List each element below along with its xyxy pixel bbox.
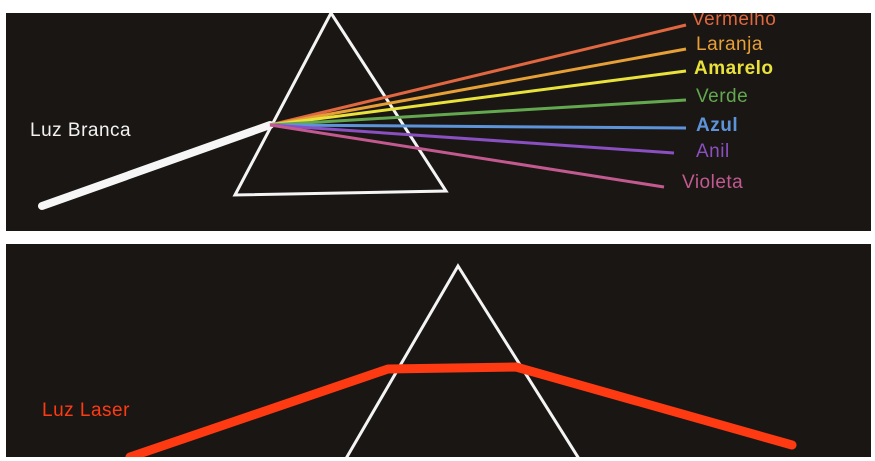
laser-beam [130,367,792,457]
laser-diagram [6,244,871,457]
spectrum-label-laranja: Laranja [696,35,763,54]
ray-violeta [270,125,664,187]
spectrum-label-vermelho: Vermelho [692,13,776,29]
prism-top [235,13,446,195]
input-label-laser: Luz Laser [42,401,130,420]
spectrum-label-verde: Verde [696,87,748,106]
spectrum-label-anil: Anil [696,142,730,161]
ray-vermelho [270,25,686,125]
spectrum-label-violeta: Violeta [682,173,743,192]
ray-amarelo [270,71,686,125]
input-label-white-light: Luz Branca [30,121,131,140]
spectrum-label-amarelo: Amarelo [694,59,774,78]
spectrum-label-azul: Azul [696,116,738,135]
white-light-dispersion-panel: Luz Branca Vermelho Laranja Amarelo Verd… [6,13,871,231]
laser-light-panel: Luz Laser [6,244,871,457]
ray-anil [270,125,674,153]
ray-azul [270,125,686,128]
prism-bottom [344,266,581,457]
